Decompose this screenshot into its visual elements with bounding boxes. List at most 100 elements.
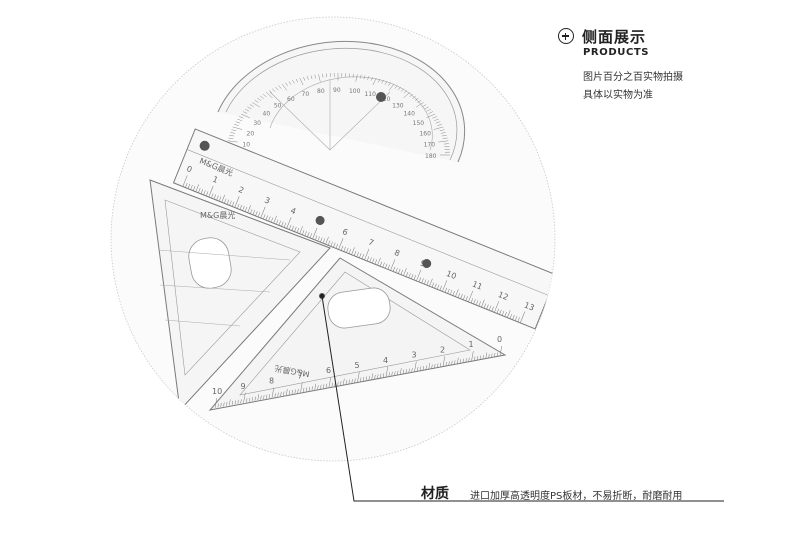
protractor-tick — [434, 118, 439, 121]
ruler-tick — [379, 261, 383, 267]
triangle-tick — [291, 389, 293, 395]
protractor-tick — [230, 132, 236, 134]
material-callout-line — [321, 295, 724, 502]
protractor-tick — [235, 121, 241, 124]
triangle-tick — [365, 376, 368, 381]
ruler-tick — [229, 200, 232, 206]
ruler-tick — [475, 300, 479, 306]
triangle-tick — [414, 361, 417, 372]
ruler-tick — [507, 310, 511, 318]
triangle-tick — [226, 401, 228, 406]
triangle-tick — [348, 379, 350, 384]
triangle-tick — [217, 403, 219, 408]
triangle-tick-label: 10 — [212, 387, 222, 396]
protractor-tick — [254, 99, 259, 103]
ruler-tick-label: 4 — [289, 206, 297, 216]
protractor-tick — [275, 86, 279, 91]
ruler-tick — [239, 204, 243, 210]
ruler-tick-label: 7 — [367, 238, 375, 248]
protractor-tick — [433, 126, 444, 130]
ruler-tick — [374, 259, 378, 265]
ruler-tick-label: 8 — [393, 248, 401, 258]
ruler-tick — [208, 185, 214, 198]
ruler-tick — [398, 268, 401, 274]
protractor-tick — [242, 111, 248, 114]
protractor-tick — [260, 95, 264, 99]
ruler-tick-label: 0 — [185, 164, 193, 174]
ruler-tick — [408, 273, 411, 278]
plus-circle-icon — [558, 28, 574, 44]
ruler-tick — [426, 280, 429, 286]
triangle-tick — [437, 363, 439, 368]
ruler-tick — [496, 308, 500, 314]
ruler-tick — [296, 227, 300, 233]
triangle-tick — [237, 399, 239, 404]
ruler-tick-label: 12 — [497, 290, 510, 302]
ruler-tick — [449, 289, 453, 295]
ruler-tick — [512, 315, 515, 320]
protractor-tick — [422, 104, 427, 108]
triangle-tick — [251, 397, 254, 402]
ruler-tick — [304, 231, 307, 236]
ruler-tick-label: 10 — [445, 269, 458, 281]
ruler-tick — [312, 227, 318, 240]
triangle-tick — [451, 360, 453, 365]
ruler-tick — [234, 196, 240, 208]
ruler-tick — [335, 243, 339, 249]
triangle-tick — [474, 356, 476, 361]
protractor-tick-label: 110 — [364, 91, 376, 98]
ruler-tick — [372, 258, 375, 264]
triangle-tick — [457, 357, 459, 364]
triangle-tick — [231, 400, 234, 405]
protractor-tick — [355, 74, 358, 82]
protractor-tick — [237, 118, 242, 121]
ruler-tick — [411, 274, 414, 279]
ruler-tick — [307, 232, 310, 237]
ruler-tick — [421, 278, 424, 284]
ruler-tick — [190, 184, 193, 190]
triangle-tick-label: 4 — [383, 356, 388, 365]
protractor-tick — [384, 81, 388, 85]
triangle-tick-label: 0 — [497, 335, 502, 344]
protractor-tick — [435, 121, 441, 124]
triangle-tick — [323, 384, 325, 389]
triangle-tick — [468, 357, 470, 362]
ruler-tick — [294, 226, 297, 232]
triangle-tick — [434, 363, 436, 369]
protractor-tick-label: 60 — [287, 96, 295, 103]
ruler-tick — [473, 299, 476, 305]
protractor-tick — [229, 134, 235, 137]
protractor-tick — [281, 83, 288, 91]
triangle-tick — [419, 366, 422, 371]
triangle-tick — [240, 399, 242, 404]
protractor-tick — [285, 82, 288, 87]
protractor-tick — [318, 74, 321, 82]
ruler-tick — [429, 278, 433, 287]
triangle-tick-label: 9 — [241, 382, 246, 391]
protractor-tick-label: 80 — [317, 88, 325, 95]
protractor-tick-label: 70 — [302, 91, 310, 98]
protractor-tick-label: 10 — [242, 142, 250, 149]
triangle-tick — [397, 370, 399, 375]
triangle-tick — [494, 352, 496, 358]
ruler-tick — [418, 277, 422, 283]
ruler-tick — [286, 217, 292, 229]
protractor-tick — [239, 116, 244, 119]
ruler-tick — [263, 214, 266, 220]
triangle-tick — [303, 387, 305, 392]
protractor-tick — [439, 129, 445, 132]
protractor-tick — [310, 75, 313, 80]
protractor-tick — [299, 77, 304, 86]
protractor-tick — [388, 83, 395, 91]
ruler-tick — [260, 206, 266, 219]
ruler-tick — [216, 195, 219, 201]
ruler-tick — [434, 283, 437, 289]
ruler-tick — [273, 215, 277, 224]
ruler-tick — [231, 201, 235, 207]
ruler-tick — [442, 280, 448, 292]
ruler-tick — [520, 311, 526, 323]
protractor-tick — [377, 78, 381, 83]
ruler-tick — [366, 256, 370, 262]
ruler-tick — [213, 194, 217, 200]
protractor-tick — [303, 76, 306, 81]
